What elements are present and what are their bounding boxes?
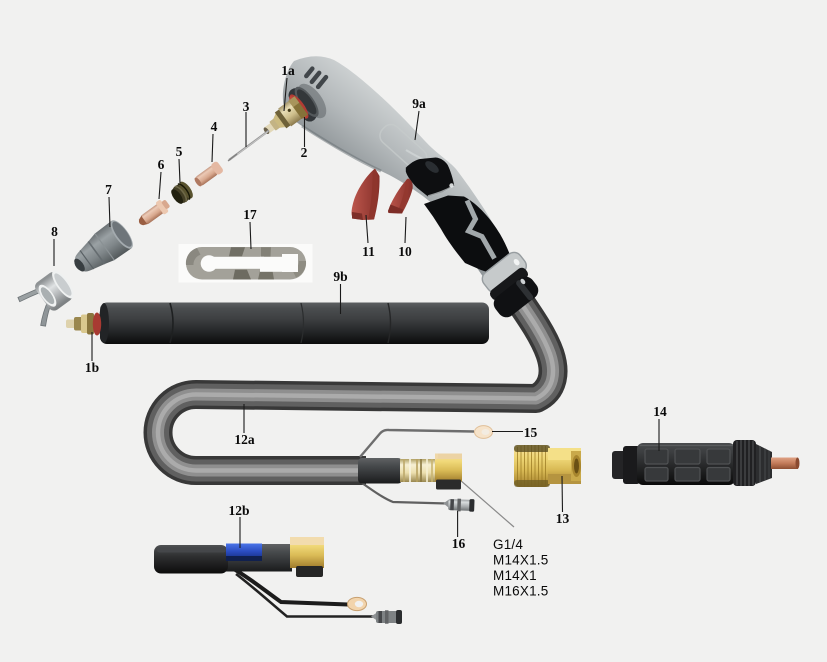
svg-text:1a: 1a (281, 63, 295, 78)
svg-text:16: 16 (452, 536, 466, 551)
svg-text:M14X1: M14X1 (493, 568, 537, 583)
svg-text:5: 5 (176, 144, 183, 159)
svg-text:9a: 9a (412, 96, 426, 111)
svg-text:10: 10 (398, 244, 412, 259)
svg-text:12a: 12a (234, 432, 255, 447)
svg-text:12b: 12b (228, 503, 249, 518)
svg-text:8: 8 (51, 224, 58, 239)
svg-text:9b: 9b (333, 269, 347, 284)
svg-text:14: 14 (653, 404, 667, 419)
svg-text:1b: 1b (85, 360, 99, 375)
svg-text:G1/4: G1/4 (493, 537, 523, 552)
svg-text:3: 3 (243, 99, 250, 114)
svg-text:17: 17 (243, 207, 257, 222)
svg-text:M14X1.5: M14X1.5 (493, 553, 548, 568)
svg-text:13: 13 (556, 511, 570, 526)
svg-text:7: 7 (105, 182, 112, 197)
svg-text:2: 2 (301, 145, 308, 160)
svg-text:6: 6 (158, 157, 165, 172)
svg-text:4: 4 (211, 119, 218, 134)
svg-text:11: 11 (362, 244, 375, 259)
svg-text:M16X1.5: M16X1.5 (493, 584, 548, 599)
svg-text:15: 15 (524, 425, 538, 440)
